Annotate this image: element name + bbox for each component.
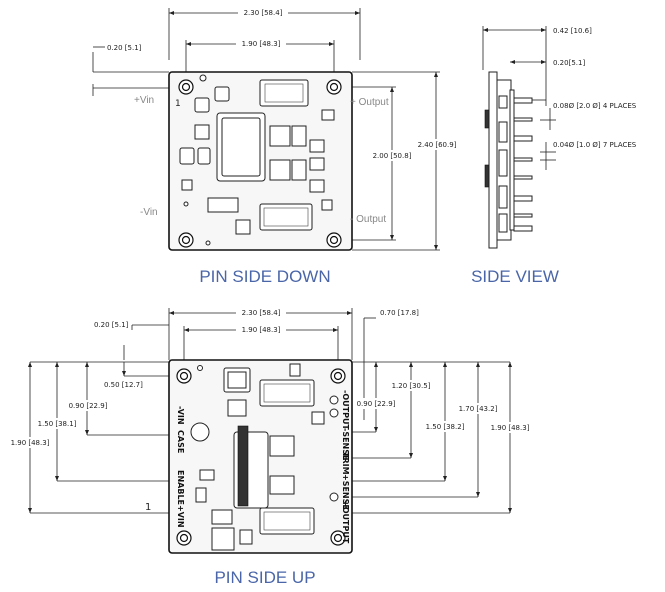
left-dim-4: 0.50 [12.7] <box>104 381 143 389</box>
side-dim-depth: 0.42 [10.6] <box>553 27 592 35</box>
pin-label-neg-sense: -SENSE <box>341 428 350 460</box>
pin-side-up-view: 2.30 [58.4] 1.90 [48.3] 0.20 [5.1] 0.70 … <box>8 307 532 587</box>
pin-label-neg-output: -OUTPUT <box>341 390 350 430</box>
board-components-bottom <box>190 363 339 551</box>
board-components-top <box>179 74 335 246</box>
mounting-hole-icon <box>176 368 346 546</box>
pin-label-case: CASE <box>176 430 185 453</box>
pin-label-neg-vin: -VIN <box>176 406 185 425</box>
side-view: 0.42 [10.6] 0.20[5.1] <box>471 26 637 286</box>
bottom-dim-right-offset: 0.70 [17.8] <box>380 309 419 317</box>
label-output-negative: - Output <box>350 214 386 225</box>
right-dim-5: 1.90 [48.3] <box>491 424 530 432</box>
pin-label-pos-sense: +SENSE <box>341 474 350 510</box>
left-dim-2: 1.50 [38.1] <box>38 420 77 428</box>
top-dim-width: 2.30 [58.4] <box>244 9 283 17</box>
bottom-dim-width: 2.30 [58.4] <box>242 309 281 317</box>
label-output-positive: + Output <box>350 97 389 108</box>
top-dim-pin-height: 2.00 [50.8] <box>373 152 412 160</box>
title-pin-side-up: PIN SIDE UP <box>214 568 315 587</box>
pin1-marker: 1 <box>175 99 181 109</box>
right-dim-3: 1.50 [38.2] <box>426 423 465 431</box>
right-dim-2: 1.20 [30.5] <box>392 382 431 390</box>
pin-label-trim: TRIM <box>341 452 350 475</box>
top-dim-pin-span: 1.90 [48.3] <box>242 40 281 48</box>
side-board <box>488 71 498 249</box>
pin-side-down-view: 2.30 [58.4] 1.90 [48.3] 0.20 [5.1] 2.40 … <box>92 7 459 286</box>
left-dim-1: 1.90 [48.3] <box>11 439 50 447</box>
top-dim-offset: 0.20 [5.1] <box>107 44 142 52</box>
left-dim-3: 0.90 [22.9] <box>69 402 108 410</box>
side-note-large-pins: 0.08Ø [2.0 Ø] 4 PLACES <box>553 102 637 110</box>
pin1-marker-bottom: 1 <box>145 502 151 513</box>
pin-label-pos-vin: +VIN <box>176 505 185 528</box>
side-dim-pin: 0.20[5.1] <box>553 59 585 67</box>
side-note-small-pins: 0.04Ø [1.0 Ø] 7 PLACES <box>553 141 637 149</box>
bottom-dim-offset: 0.20 [5.1] <box>94 321 129 329</box>
label-vin-positive: +Vin <box>134 95 154 106</box>
right-dim-4: 1.70 [43.2] <box>459 405 498 413</box>
title-side-view: SIDE VIEW <box>471 267 559 286</box>
label-vin-negative: -Vin <box>140 207 158 218</box>
right-dim-1: 0.90 [22.9] <box>357 400 396 408</box>
pin-label-enable: ENABLE <box>176 470 185 505</box>
pin-label-pos-output: +OUTPUT <box>341 500 350 544</box>
mounting-hole-icon <box>178 79 342 248</box>
side-pins <box>513 97 533 232</box>
bottom-dim-pin-span: 1.90 [48.3] <box>242 326 281 334</box>
title-pin-side-down: PIN SIDE DOWN <box>199 267 330 286</box>
top-dim-height: 2.40 [60.9] <box>418 141 457 149</box>
